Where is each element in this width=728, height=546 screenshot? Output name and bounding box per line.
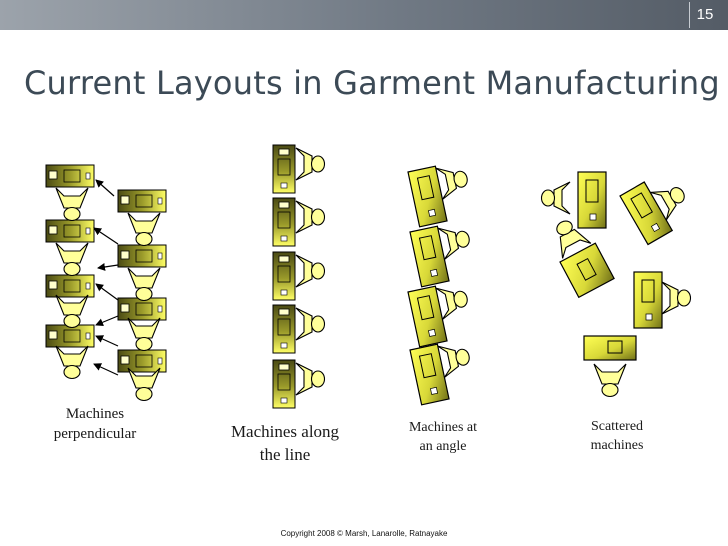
operator-icon	[593, 363, 627, 398]
operator-icon	[55, 242, 89, 277]
operator-icon	[661, 281, 692, 315]
machine-icon	[272, 251, 296, 301]
machine-icon	[407, 285, 448, 348]
caption-perpendicular: Machines perpendicular	[30, 404, 160, 445]
machine-icon	[583, 335, 637, 361]
operator-icon	[295, 147, 326, 181]
slide-title: Current Layouts in Garment Manufacturing	[24, 64, 720, 102]
machine-icon	[45, 164, 95, 188]
operator-icon	[127, 317, 161, 352]
caption-line: Machines	[65, 406, 125, 422]
operator-icon	[127, 367, 161, 402]
caption-line: perpendicular	[53, 426, 137, 443]
machine-icon	[559, 242, 615, 298]
machine-icon	[272, 197, 296, 247]
caption-line: the line	[259, 444, 311, 464]
operator-icon	[55, 294, 89, 329]
flow-arrows	[93, 179, 119, 376]
caption-angle: Machines at an angle	[386, 419, 500, 457]
operator-icon	[127, 267, 161, 302]
machine-icon	[633, 271, 663, 329]
machine-icon	[117, 297, 167, 321]
operator-icon	[55, 187, 89, 222]
caption-scattered: Scattered machines	[562, 418, 672, 456]
slide-number: 15	[689, 2, 720, 28]
header-bar: 15	[0, 0, 728, 30]
operator-icon	[295, 362, 326, 396]
operator-icon	[540, 181, 571, 215]
machine-icon	[117, 189, 167, 213]
operator-icon	[127, 212, 161, 247]
machine-icon	[272, 144, 296, 194]
machine-icon	[45, 274, 95, 298]
machine-icon	[45, 219, 95, 243]
caption-line: an angle	[419, 438, 467, 454]
caption-along-line: Machines along the line	[210, 421, 360, 467]
machine-icon	[409, 343, 450, 406]
operator-icon	[295, 200, 326, 234]
caption-line: Machines at	[408, 420, 478, 435]
copyright-footer: Copyright 2008 © Marsh, Lanarolle, Ratna…	[280, 529, 448, 538]
operator-icon	[295, 307, 326, 341]
operator-icon	[295, 254, 326, 288]
machine-icon	[45, 324, 95, 348]
angle-layout	[407, 161, 473, 406]
machine-icon	[577, 171, 607, 229]
machine-icon	[407, 165, 448, 228]
caption-line: Scattered	[590, 419, 644, 434]
machine-icon	[272, 304, 296, 354]
along-line-layout	[272, 144, 326, 409]
scattered-layout	[540, 171, 692, 398]
caption-line: Machines along	[230, 422, 340, 441]
machine-icon	[117, 244, 167, 268]
operator-icon	[55, 345, 89, 380]
caption-line: machines	[590, 437, 644, 453]
perpendicular-layout	[45, 164, 167, 402]
machine-icon	[409, 225, 450, 288]
machine-icon	[272, 359, 296, 409]
